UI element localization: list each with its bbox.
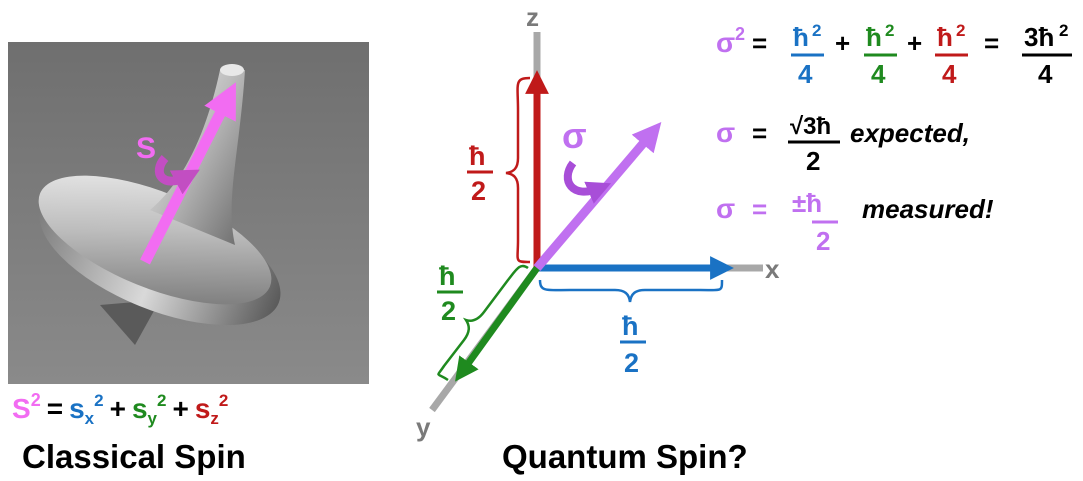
eq1-equals-2: =	[984, 28, 999, 58]
eq1-sup-blue: 2	[812, 21, 821, 40]
eq1-four-black: 4	[1038, 59, 1053, 89]
axis-x-label: x	[765, 254, 780, 284]
y-brace	[437, 264, 529, 382]
eq1-four-green: 4	[871, 59, 886, 89]
eq1-hbar-red: ħ	[937, 22, 953, 52]
sigma-expected-equation: σ = √3ħ 2 expected,	[716, 113, 970, 176]
axis-z-label: z	[526, 2, 539, 32]
eq-sy: s	[132, 393, 148, 424]
eq1-sigma-sup: 2	[735, 24, 745, 44]
eq1-hbar-blue: ħ	[793, 22, 809, 52]
eq1-sup-black: 2	[1059, 21, 1068, 40]
quantum-spin-vector	[533, 122, 662, 271]
eq3-pm-hbar: ±ħ	[792, 188, 822, 218]
sigma-squared-equation: σ 2 = ħ 2 4 + ħ 2 4 + ħ 2 4 = 3ħ 2 4	[716, 21, 1072, 89]
y-hbar-half: ħ 2	[437, 261, 463, 326]
eq1-hbar-green: ħ	[866, 22, 882, 52]
y-component-vector	[455, 265, 540, 382]
eq2-sqrt3hbar: √3ħ	[790, 113, 831, 140]
axis-y-label: y	[416, 412, 431, 442]
eq3-sigma: σ	[716, 193, 735, 224]
eq1-equals: =	[752, 28, 767, 58]
z-hbar: ħ	[469, 141, 486, 171]
svg-text:S2=sx2+sy2+sz2: S2=sx2+sy2+sz2	[12, 390, 228, 428]
x-two: 2	[624, 348, 639, 378]
classical-equation: S2=sx2+sy2+sz2	[12, 390, 228, 428]
eq1-plus-1: +	[835, 28, 850, 58]
classical-spin-label: S	[136, 132, 156, 165]
eq2-expected: expected,	[850, 118, 970, 148]
eq-S: S	[12, 393, 31, 424]
eq-sz-sub: z	[210, 409, 219, 428]
eq1-sup-green: 2	[885, 21, 894, 40]
eq-sx: s	[69, 393, 85, 424]
x-hbar: ħ	[622, 311, 639, 341]
eq3-equals: =	[752, 194, 767, 224]
sigma-measured-equation: σ = ±ħ 2 measured!	[716, 188, 994, 256]
eq1-plus-2: +	[907, 28, 922, 58]
z-hbar-half: ħ 2	[467, 141, 493, 206]
eq3-two: 2	[816, 226, 830, 256]
eq-plus-1: +	[110, 393, 126, 424]
rotation-arrow-icon	[154, 154, 200, 195]
eq2-equals: =	[752, 118, 767, 148]
eq1-four-blue: 4	[798, 59, 813, 89]
eq1-sup-red: 2	[956, 21, 965, 40]
z-brace	[505, 76, 531, 264]
y-hbar: ħ	[439, 261, 456, 291]
eq-equals: =	[47, 393, 63, 424]
z-two: 2	[471, 176, 486, 206]
quantum-caption: Quantum Spin?	[502, 438, 748, 475]
eq-sy-sup: 2	[157, 391, 166, 410]
classical-caption: Classical Spin	[22, 438, 246, 475]
eq-sy-sub: y	[148, 409, 158, 428]
eq1-three-hbar: 3ħ	[1024, 22, 1054, 52]
eq-sz: s	[195, 393, 211, 424]
spinning-top-photo: S	[8, 42, 369, 384]
eq2-sigma: σ	[716, 117, 735, 148]
eq-S-sup: 2	[31, 390, 41, 410]
eq-plus-2: +	[172, 393, 188, 424]
x-brace	[538, 279, 724, 303]
eq1-sigma: σ	[716, 27, 735, 58]
eq3-measured: measured!	[862, 194, 994, 224]
y-two: 2	[441, 296, 456, 326]
rotation-arrow-icon	[563, 160, 612, 204]
eq-sz-sup: 2	[219, 391, 228, 410]
eq2-two: 2	[806, 146, 820, 176]
sigma-label: σ	[562, 115, 587, 156]
eq-sx-sub: x	[85, 409, 95, 428]
x-hbar-half: ħ 2	[620, 311, 646, 378]
eq-sx-sup: 2	[94, 391, 103, 410]
eq1-four-red: 4	[942, 59, 957, 89]
